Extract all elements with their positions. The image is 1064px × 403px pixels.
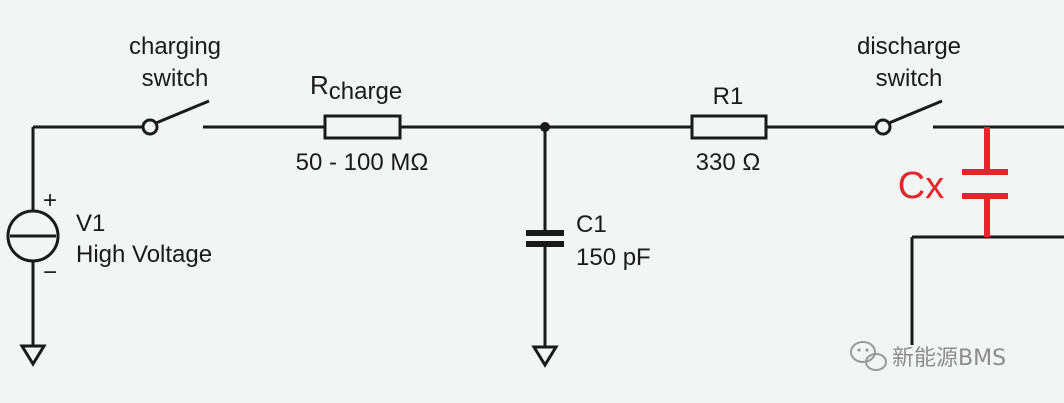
charging-switch-label-2: switch xyxy=(142,65,209,92)
v1-name: V1 xyxy=(76,210,105,237)
discharge-switch[interactable] xyxy=(874,99,943,136)
discharge-switch-label-1: discharge xyxy=(857,33,961,60)
c1-capacitor xyxy=(526,122,564,368)
rcharge-resistor xyxy=(323,114,402,140)
charging-switch-label-1: charging xyxy=(129,33,221,60)
rcharge-value: 50 - 100 MΩ xyxy=(296,149,429,176)
rcharge-label: Rcharge xyxy=(310,70,402,105)
rcharge-sub: charge xyxy=(329,78,402,105)
cx-capacitor xyxy=(962,127,1008,237)
r1-value: 330 Ω xyxy=(696,149,761,176)
c1-name: C1 xyxy=(576,211,607,238)
watermark: 新能源BMS xyxy=(850,341,1006,371)
rcharge-main: R xyxy=(310,70,329,100)
plus-sign: + xyxy=(43,187,57,214)
ground-icon xyxy=(19,344,47,367)
cx-label: Cx xyxy=(898,165,944,207)
c1-value: 150 pF xyxy=(576,244,651,271)
v1-desc: High Voltage xyxy=(76,241,212,268)
minus-sign: − xyxy=(43,259,57,286)
r1-name: R1 xyxy=(713,83,744,110)
discharge-switch-label-2: switch xyxy=(876,65,943,92)
r1-resistor xyxy=(690,114,768,140)
charging-switch[interactable] xyxy=(141,99,210,136)
watermark-text: 新能源BMS xyxy=(892,346,1006,371)
ground-icon xyxy=(531,345,559,368)
v1-voltage-source xyxy=(6,127,60,367)
wechat-icon xyxy=(850,341,887,371)
